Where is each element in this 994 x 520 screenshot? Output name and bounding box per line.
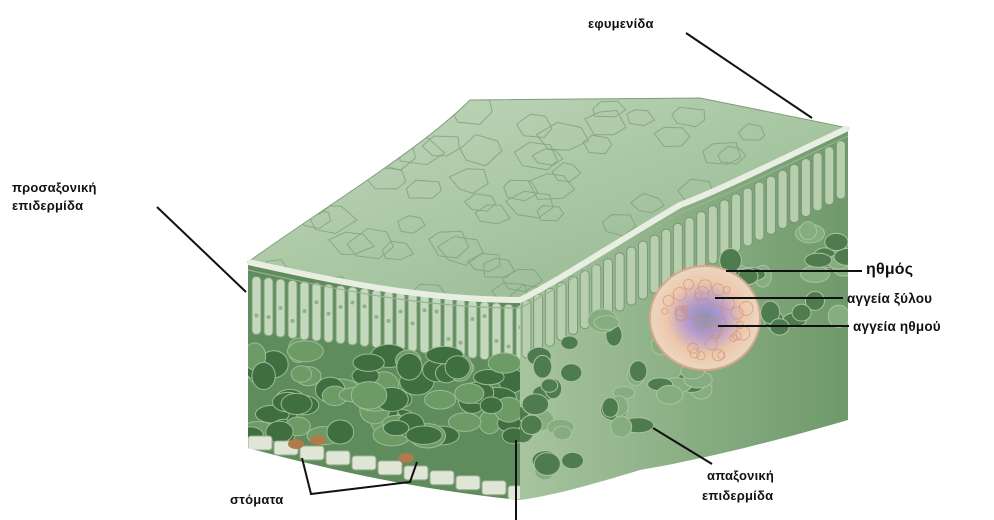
label-adaxial-epidermis-line1: προσαξονική (12, 179, 97, 196)
label-abaxial-epidermis-line2: επιδερμίδα (702, 487, 773, 504)
label-phloem-vessels: αγγεία ηθμού (853, 318, 941, 335)
leader-adaxial-epidermis (157, 207, 246, 292)
label-phloem: ηθμός (866, 261, 913, 278)
label-stomata: στόματα (230, 491, 283, 508)
label-cuticle: εφυμενίδα (588, 15, 654, 32)
label-xylem-vessels: αγγεία ξύλου (847, 290, 932, 307)
label-adaxial-epidermis-line2: επιδερμίδα (12, 197, 83, 214)
vascular-bundle (650, 266, 760, 370)
label-abaxial-epidermis-line1: απαξονική (707, 467, 774, 484)
